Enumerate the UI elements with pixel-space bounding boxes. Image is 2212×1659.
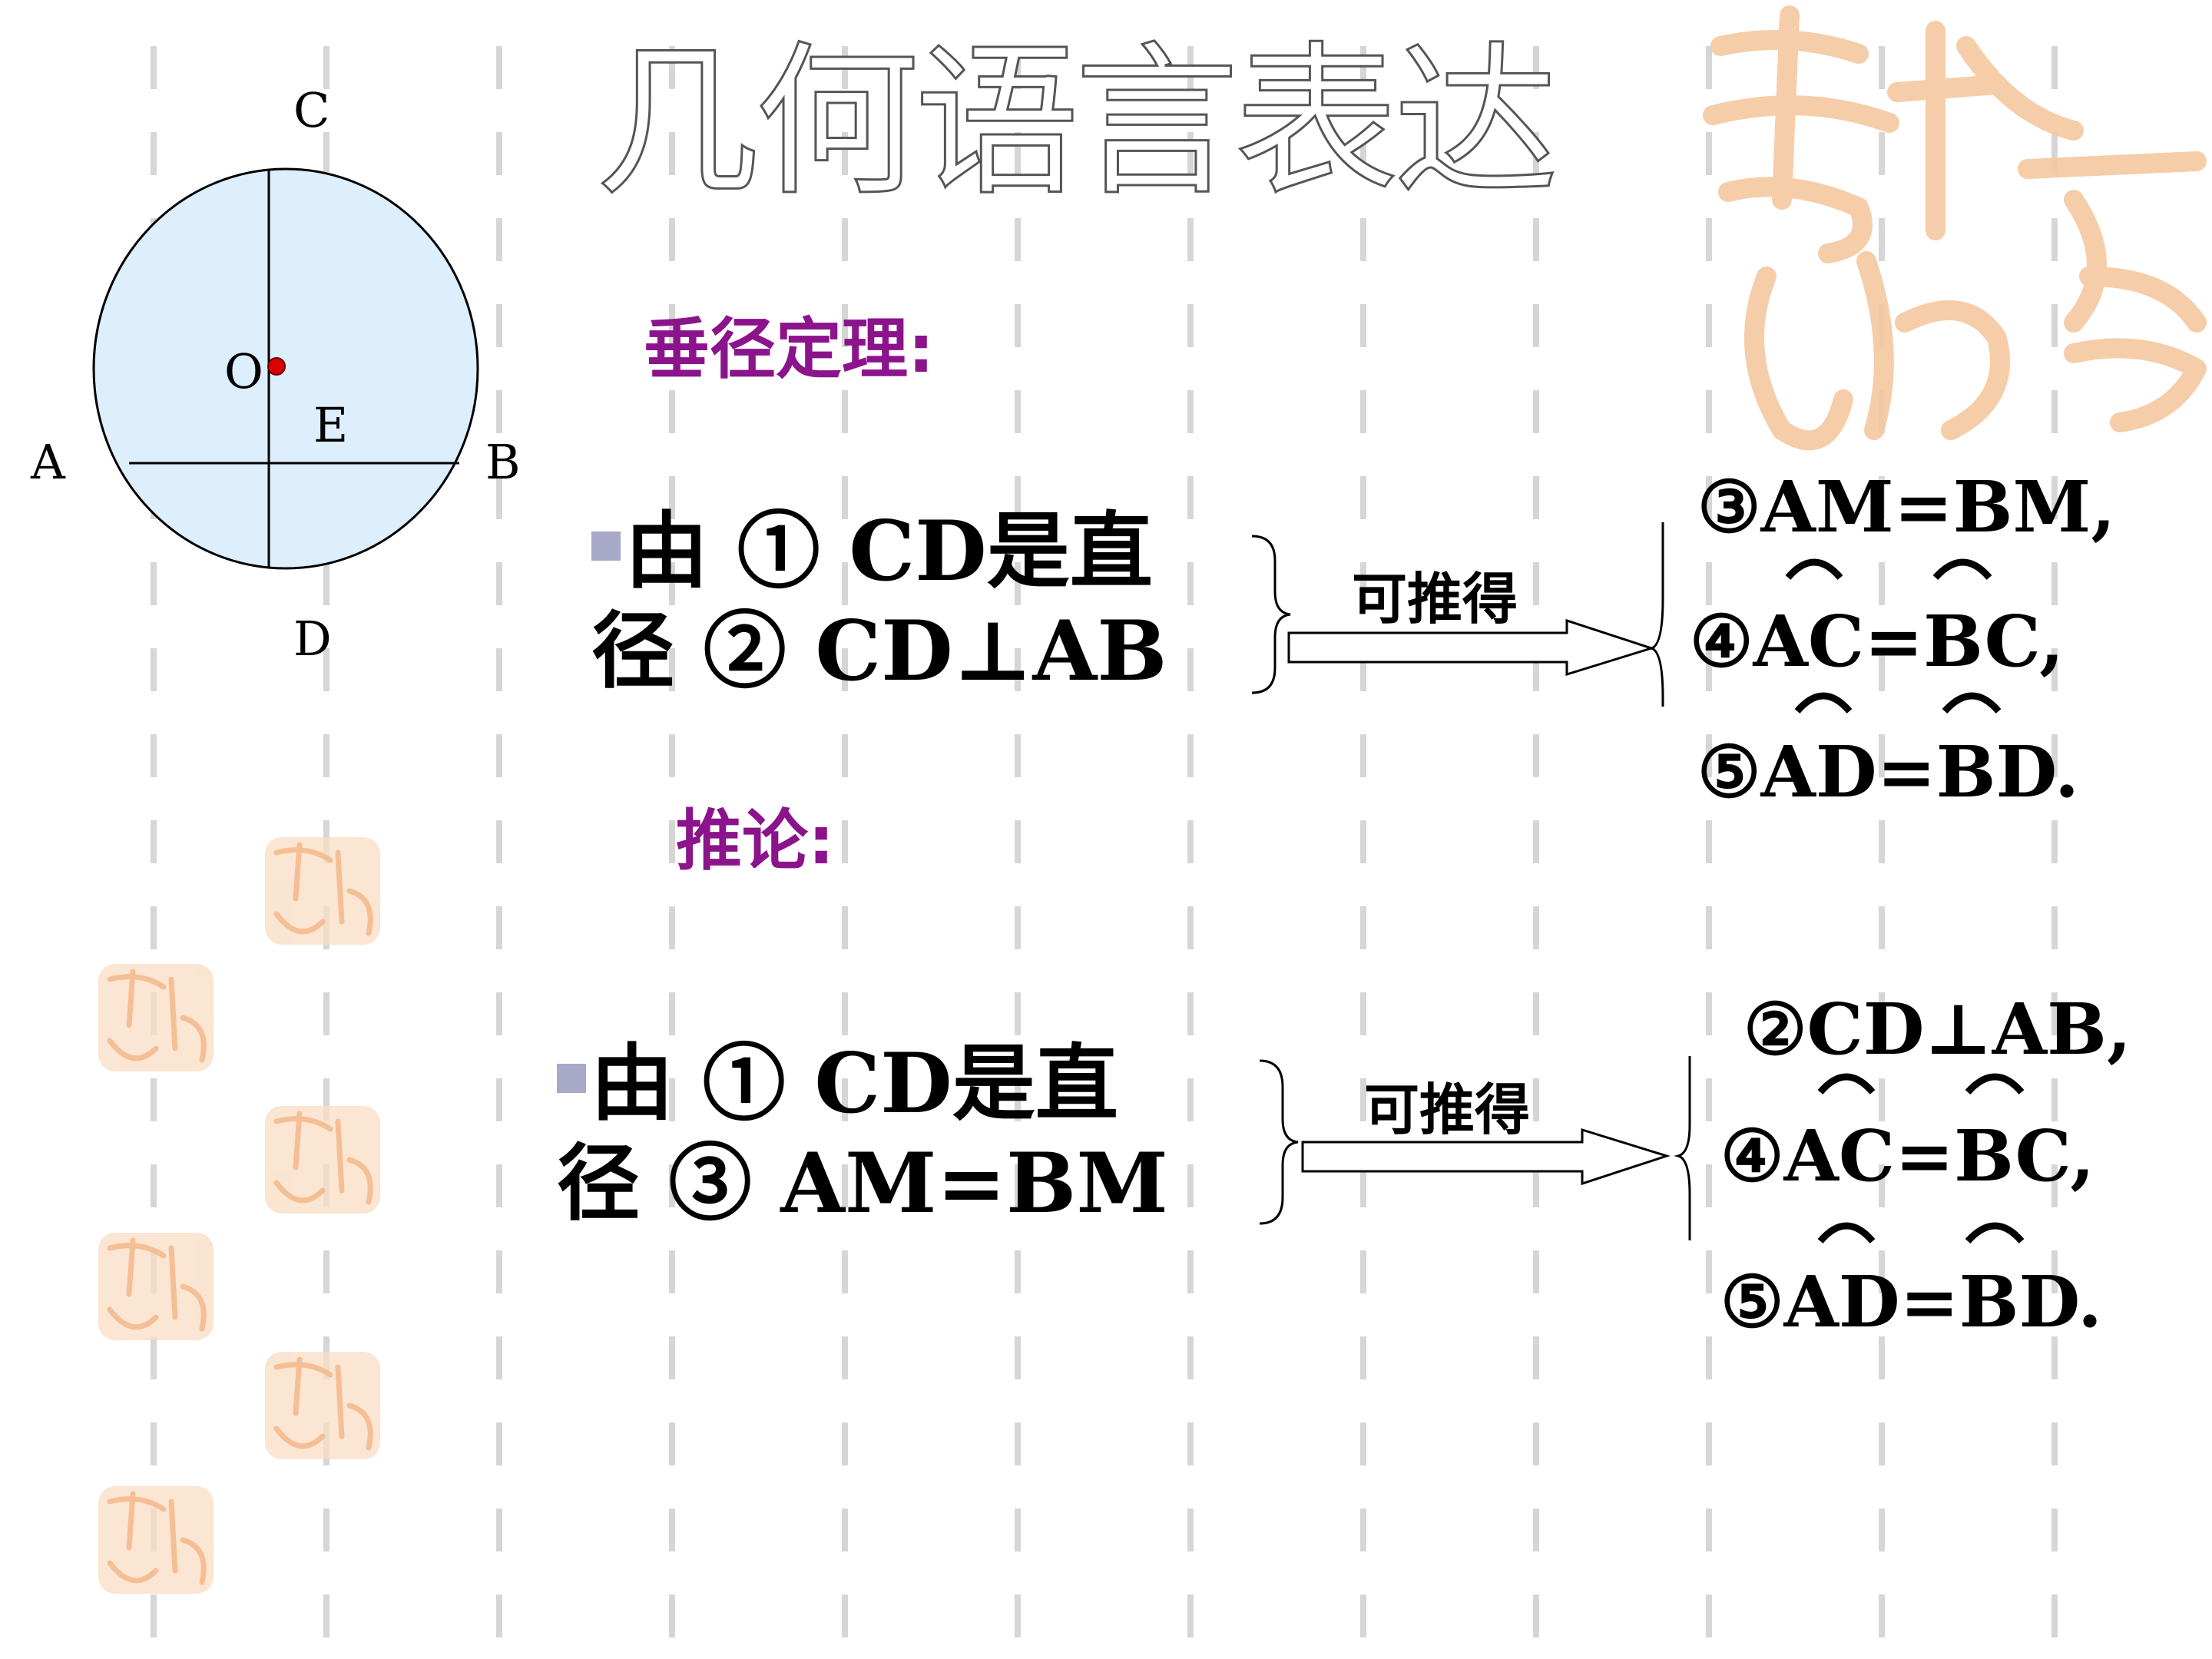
corollary-premise-line1: 由 ① CD是直 (557, 1035, 1118, 1132)
corollary-premise-line2: 径 ③ AM=BM (557, 1135, 1168, 1232)
theorem-premise-line2: 径 ② CD⊥AB (591, 603, 1167, 700)
theorem-arc-marks (1785, 558, 2002, 714)
center-dot (267, 357, 286, 376)
right-brace (1259, 1059, 1299, 1225)
arc-mark-ac (1817, 1073, 1876, 1095)
theorem-deduce-label: 可推得 (1352, 567, 1518, 631)
corollary-heading: 推论: (676, 803, 835, 879)
corollary-conclusion-2: ④AC=BC, (1720, 1114, 2095, 1197)
arc-mark-bd (1965, 1222, 2025, 1244)
corollary-arc-marks (1817, 1073, 2025, 1244)
left-brace (1647, 522, 1664, 707)
theorem-premise-line1: 由 ① CD是直 (591, 503, 1153, 600)
deduce-arrow (1301, 1128, 1671, 1186)
slide-title: 几何语言表达 (594, 27, 1560, 218)
point-label-e: E (313, 397, 349, 453)
right-brace (1251, 535, 1291, 694)
corollary-arrow-graphic (1259, 1056, 1691, 1240)
bullet-square (557, 1063, 586, 1093)
left-brace (1674, 1056, 1691, 1240)
arc-mark-ad (1817, 1222, 1876, 1244)
large-seal-calligraphy (1703, 5, 2207, 451)
theorem-arrow-graphic (1251, 522, 1664, 707)
theorem-premise-line1-text: 由 ① CD是直 (625, 503, 1153, 600)
theorem-conclusion-3: ⑤AD=BD. (1697, 730, 2080, 813)
arc-mark-ac (1785, 558, 1843, 581)
circle-diagram (92, 167, 479, 570)
circle-o (92, 167, 479, 570)
deduce-arrow (1287, 618, 1655, 677)
point-label-a: A (31, 434, 65, 490)
point-label-c: C (293, 82, 330, 138)
arc-mark-bc (1932, 558, 1992, 581)
small-seals (98, 837, 380, 1594)
theorem-conclusion-1: ③AM=BM, (1697, 465, 2116, 548)
theorem-conclusion-2: ④AC=BC, (1690, 600, 2065, 683)
arc-mark-bd (1942, 692, 2002, 714)
point-label-b: B (485, 434, 521, 490)
arc-mark-ad (1794, 692, 1853, 714)
corollary-deduce-label: 可推得 (1364, 1078, 1531, 1142)
small-seal-marks (107, 842, 373, 1585)
corollary-premise-line1-text: 由 ① CD是直 (591, 1035, 1118, 1132)
theorem-heading: 垂径定理: (644, 311, 935, 388)
corollary-conclusion-1: ②CD⊥AB, (1743, 988, 2131, 1071)
arc-mark-bc (1965, 1073, 2025, 1095)
corollary-conclusion-3: ⑤AD=BD. (1720, 1260, 2103, 1343)
point-label-o: O (224, 343, 263, 399)
point-label-d: D (293, 611, 332, 667)
bullet-square (591, 531, 621, 561)
